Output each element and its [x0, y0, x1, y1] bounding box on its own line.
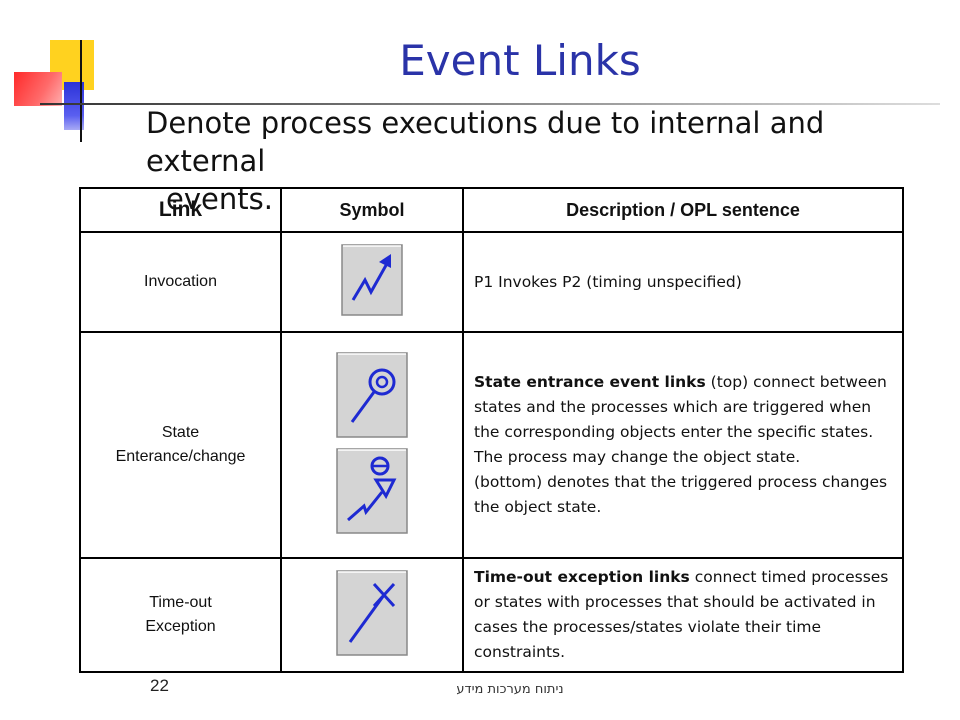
description-text: connect timed processes or states with p…	[474, 568, 889, 661]
invocation-icon	[341, 244, 403, 320]
slide-subtitle: Denote process executions due to interna…	[146, 104, 946, 218]
link-cell: Invocation	[79, 231, 282, 333]
link-cell: Time-out Exception	[79, 557, 282, 673]
table-row: Invocation P1 Invokes P2 (timing unspeci…	[79, 231, 904, 333]
symbol-cell	[280, 231, 464, 333]
slide-title: Event Links	[399, 36, 641, 85]
description-cell: Time-out exception links connect timed p…	[462, 557, 904, 673]
symbol-cell	[280, 331, 464, 559]
subtitle-line-1: Denote process executions due to interna…	[146, 106, 825, 178]
link-name: Invocation	[144, 273, 217, 290]
state-entrance-icon	[336, 352, 408, 442]
decor-blue-square	[64, 82, 84, 130]
description-cell: P1 Invokes P2 (timing unspecified)	[462, 231, 904, 333]
symbol-cell	[280, 557, 464, 673]
timeout-exception-icon	[336, 570, 408, 660]
link-name-line-1: State	[161, 424, 200, 441]
description-bold: State entrance event links	[474, 373, 706, 391]
table-row: State Enterance/change	[79, 331, 904, 559]
event-links-table: Link Symbol Description / OPL sentence I…	[79, 187, 904, 673]
slide-footer: ניתוח מערכות מידע	[456, 682, 564, 697]
table-header-row: Link Symbol Description / OPL sentence	[79, 187, 904, 233]
description-text: (top) connect between states and the pro…	[474, 373, 887, 466]
description-extra: (bottom) denotes that the triggered proc…	[474, 473, 888, 516]
description-bold: Time-out exception links	[474, 568, 690, 586]
decor-vertical-line	[80, 40, 82, 142]
header-description: Description / OPL sentence	[462, 187, 904, 233]
link-name-line-2: Exception	[145, 618, 216, 635]
page-number: 22	[150, 676, 169, 695]
header-link: Link	[79, 187, 282, 233]
state-change-icon	[336, 448, 408, 538]
link-name-line-1: Time-out	[149, 594, 212, 611]
header-symbol: Symbol	[280, 187, 464, 233]
link-cell: State Enterance/change	[79, 331, 282, 559]
decor-horizontal-line	[40, 103, 940, 105]
description-text: P1 Invokes P2 (timing unspecified)	[474, 272, 742, 291]
decor-red-square	[14, 72, 62, 106]
link-name-line-2: Enterance/change	[115, 448, 246, 465]
table-row: Time-out Exception Time-out exception li…	[79, 557, 904, 673]
description-cell: State entrance event links (top) connect…	[462, 331, 904, 559]
